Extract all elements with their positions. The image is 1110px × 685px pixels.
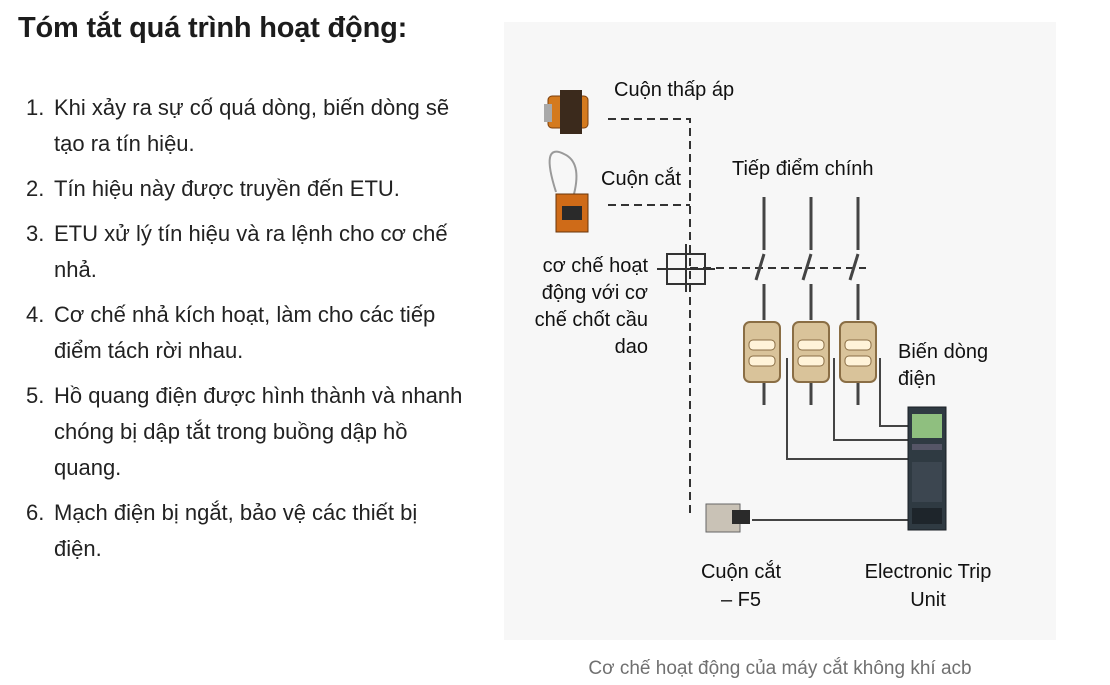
list-item: 2.Tín hiệu này được truyền đến ETU. xyxy=(26,176,400,201)
list-item: 6.Mạch điện bị ngắt, bảo vệ các thiết bị… xyxy=(26,500,418,561)
trip-coil-f5-label-line: Cuộn cắt xyxy=(701,560,781,583)
trip-coil-f5-label-line: – F5 xyxy=(721,589,761,611)
current-transformer-label-line: Biến dòng xyxy=(898,341,988,363)
etu-label-line: Electronic Trip xyxy=(865,561,992,583)
etu-label-line: Unit xyxy=(910,589,946,611)
list-item: 5.Hồ quang điện được hình thành và nhanh… xyxy=(26,383,463,480)
mechanism-label-line: cơ chế hoạt xyxy=(543,255,649,277)
shunt-coil-label: Cuộn cắt xyxy=(601,167,681,190)
etu-module xyxy=(907,406,947,531)
list-item: 3.ETU xử lý tín hiệu và ra lệnh cho cơ c… xyxy=(26,221,448,282)
breaker-diagram: Cuộn thấp áp Cuộn cắt Tiếp điểm chính cơ… xyxy=(504,22,1056,640)
mechanism-label-line: dao xyxy=(615,336,648,358)
main-contacts xyxy=(754,197,860,405)
list-item: 4.Cơ chế nhả kích hoạt, làm cho các tiếp… xyxy=(26,302,436,363)
list-item: 1.Khi xảy ra sự cố quá dòng, biến dòng s… xyxy=(26,95,450,156)
figure-caption: Cơ chế hoạt động của máy cắt không khí a… xyxy=(588,658,972,679)
steps-list: 1.Khi xảy ra sự cố quá dòng, biến dòng s… xyxy=(26,90,466,576)
undervoltage-coil-device xyxy=(544,90,589,134)
undervoltage-coil-label: Cuộn thấp áp xyxy=(614,79,734,101)
current-transformers xyxy=(743,321,877,383)
mechanism-label-line: chế chốt cầu xyxy=(535,309,648,331)
mechanism-label-line: động với cơ xyxy=(542,282,648,304)
latch-symbol xyxy=(657,244,715,292)
shunt-coil-device xyxy=(548,150,589,233)
page-heading: Tóm tắt quá trình hoạt động: xyxy=(18,12,408,44)
main-contacts-label: Tiếp điểm chính xyxy=(732,158,874,180)
current-transformer-label-line: điện xyxy=(898,368,936,390)
trip-coil-f5-device xyxy=(705,503,750,533)
